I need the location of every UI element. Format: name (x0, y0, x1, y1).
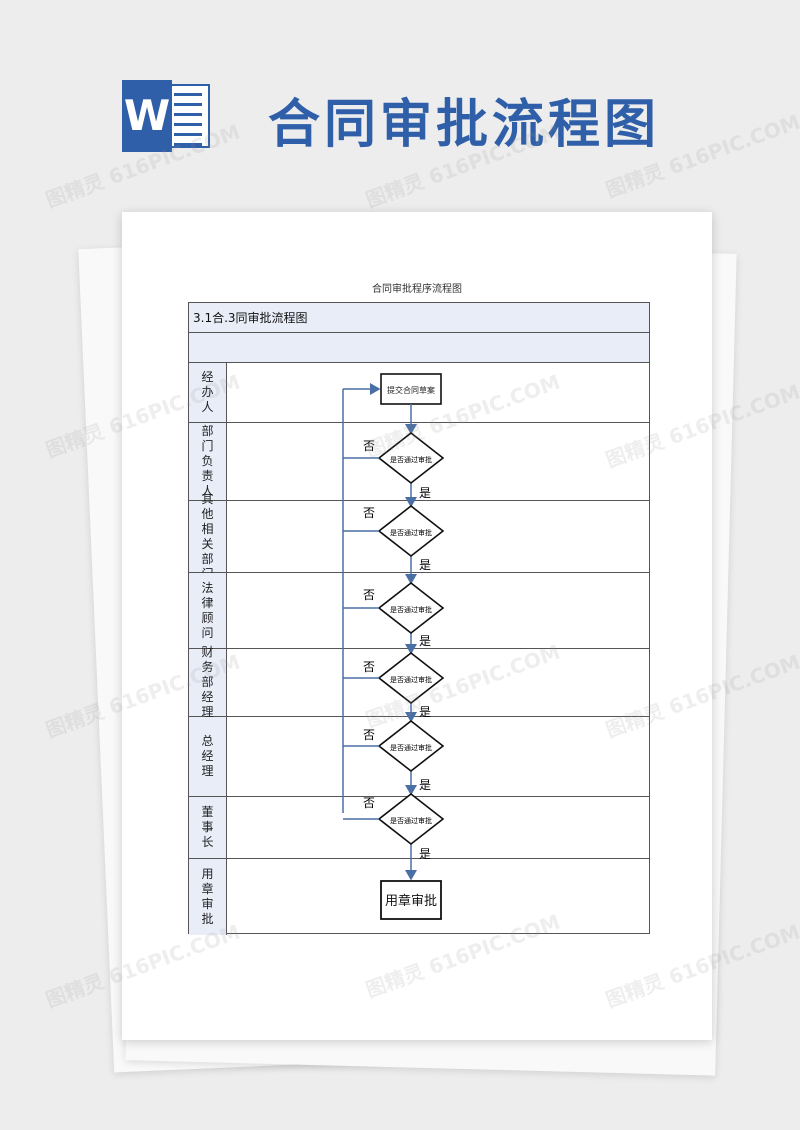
lane-label: 法律顾问 (189, 573, 227, 648)
svg-text:是否通过审批: 是否通过审批 (390, 816, 432, 825)
document-caption: 合同审批程序流程图 (372, 284, 462, 295)
lane-label: 经办人 (189, 363, 227, 422)
svg-text:否: 否 (363, 796, 375, 810)
word-logo-icon: W (122, 80, 210, 152)
flow-diagram: 提交合同草案 是否通过审批 否 是 是否通过审批 (342, 373, 445, 920)
decision-node: 是否通过审批 否 是 (343, 504, 445, 572)
svg-text:是: 是 (419, 847, 431, 861)
svg-text:是: 是 (419, 486, 431, 500)
lane-label: 董事长 (189, 797, 227, 858)
decision-node: 是否通过审批 否 是 (343, 431, 445, 500)
table-blank-row (189, 333, 649, 363)
svg-text:否: 否 (363, 439, 375, 453)
end-box (380, 880, 442, 920)
document-page: 合同审批程序流程图 3.1合.3同审批流程图 经办人 部门负责人 其他相关部门 … (122, 212, 712, 1040)
svg-text:是: 是 (419, 778, 431, 792)
lane-row: 董事长 (189, 797, 649, 859)
start-box-label: 提交合同草案 (387, 385, 435, 395)
lane-row: 其他相关部门 (189, 492, 649, 581)
svg-text:是: 是 (419, 705, 431, 719)
svg-text:否: 否 (363, 506, 375, 520)
svg-text:是否通过审批: 是否通过审批 (390, 528, 432, 537)
svg-text:是否通过审批: 是否通过审批 (390, 605, 432, 614)
lane-label: 部门负责人 (189, 423, 227, 500)
table-title-row: 3.1合.3同审批流程图 (189, 303, 649, 333)
lane-row: 财务部经理 (189, 645, 649, 719)
svg-text:否: 否 (363, 728, 375, 742)
svg-text:是否通过审批: 是否通过审批 (390, 455, 432, 464)
lane-label: 其他相关部门 (189, 492, 227, 581)
word-badge: W (122, 80, 172, 152)
decision-node: 是否通过审批 否 是 (343, 792, 445, 861)
svg-text:否: 否 (363, 660, 375, 674)
decision-node: 是否通过审批 否 是 (343, 719, 445, 792)
table-title: 3.1合.3同审批流程图 (193, 311, 308, 325)
lane-row: 总经理 (189, 717, 649, 797)
lane-row: 用章审批 (189, 859, 649, 935)
svg-text:是否通过审批: 是否通过审批 (390, 675, 432, 684)
svg-text:是: 是 (419, 558, 431, 572)
lane-label: 财务部经理 (189, 645, 227, 719)
end-box-label: 用章审批 (385, 893, 437, 909)
page-title: 合同审批流程图 (268, 94, 661, 155)
decision-node: 是否通过审批 否 是 (343, 581, 445, 648)
svg-text:是否通过审批: 是否通过审批 (390, 743, 432, 752)
flowchart-table: 3.1合.3同审批流程图 经办人 部门负责人 其他相关部门 法律顾问 财务部经理… (188, 302, 650, 935)
lane-label: 用章审批 (189, 859, 227, 935)
decision-node: 是否通过审批 否 是 (343, 651, 445, 719)
svg-text:否: 否 (363, 588, 375, 602)
lane-label: 总经理 (189, 717, 227, 796)
lane-row: 经办人 (189, 363, 649, 423)
lane-row: 部门负责人 (189, 423, 649, 501)
lane-row: 法律顾问 (189, 573, 649, 649)
svg-text:是: 是 (419, 634, 431, 648)
